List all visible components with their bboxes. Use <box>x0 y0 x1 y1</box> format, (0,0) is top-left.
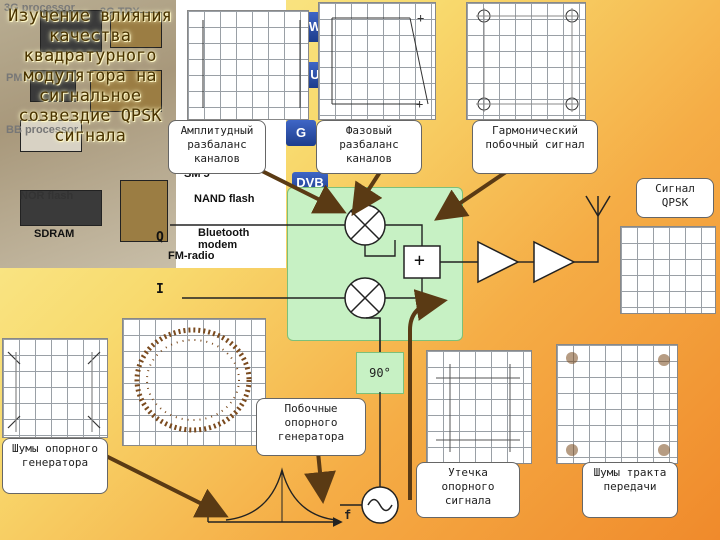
mixer-i <box>344 277 386 319</box>
hw-label-sdram: SDRAM <box>34 228 75 240</box>
label-amplitude-imbalance: Амплитудный разбаланс каналов <box>168 120 266 174</box>
svg-text:+: + <box>416 97 423 111</box>
hw-label-nor: NOR flash <box>20 190 74 202</box>
amplitude-traces <box>202 20 301 108</box>
label-ref-leak: Утечка опорного сигнала <box>416 462 520 518</box>
svg-text:+: + <box>417 11 424 25</box>
phase-traces: + + <box>331 11 429 111</box>
processor-chip <box>40 10 102 52</box>
hw-label-fm: FM-radio <box>168 250 215 262</box>
summer-plus: + <box>414 250 425 271</box>
ref-leak-markers <box>436 364 520 452</box>
ref-noise-marks <box>7 351 101 432</box>
hw-label-bluetooth: Bluetooth modem <box>198 227 250 251</box>
freq-axis-label: f <box>344 508 352 522</box>
plot-harmonic <box>466 2 586 120</box>
signal-i-label: I <box>156 282 164 297</box>
plot-phase <box>318 2 436 120</box>
trx-chip <box>110 12 162 48</box>
label-ref-spurs: Побочные опорного генератора <box>256 398 366 456</box>
page-title: Изучение влияния качества квадратурного … <box>8 6 172 146</box>
connector <box>120 180 168 242</box>
constellation-points <box>134 327 252 433</box>
label-qpsk-signal: Сигнал QPSK <box>636 178 714 218</box>
bb-chip <box>90 70 162 112</box>
label-harmonic-spur: Гармонический побочный сигнал <box>472 120 598 174</box>
amplifier-1 <box>477 240 520 284</box>
sdram-chip <box>20 190 102 226</box>
nor-chip <box>20 120 82 152</box>
mixer-q <box>344 204 386 246</box>
hw-label-nand: NAND flash <box>194 193 255 205</box>
label-phase-imbalance: Фазовый разбаланс каналов <box>316 120 422 174</box>
plot-constellation <box>122 318 266 446</box>
hw-label-pmu: PMU <box>6 72 31 84</box>
amplifier-2 <box>533 240 576 284</box>
signal-q-label: Q <box>156 230 164 245</box>
hw-label-bb: BB processor <box>6 124 79 136</box>
plot-qpsk <box>620 226 716 314</box>
pcb-photo: 3G TRX 3G processor PMU BB processor NOR… <box>0 0 176 268</box>
oscillator-icon <box>361 470 399 524</box>
plot-ref-leak <box>426 350 532 464</box>
plot-ref-noise <box>2 338 108 438</box>
tx-noise-clusters <box>566 352 670 456</box>
label-tx-noise: Шумы тракта передачи <box>582 462 678 518</box>
pmu-chip <box>30 70 76 102</box>
hw-label-trx: 3G TRX <box>100 6 140 18</box>
influence-arrows <box>105 168 508 518</box>
harmonic-markers <box>476 8 580 112</box>
plot-amplitude <box>187 10 309 120</box>
tab-g: G <box>286 120 316 146</box>
plot-tx-noise <box>556 344 678 464</box>
hw-label-3g-processor: 3G processor <box>4 2 75 14</box>
antenna-icon <box>585 195 611 217</box>
label-ref-noise: Шумы опорного генератора <box>2 438 108 494</box>
